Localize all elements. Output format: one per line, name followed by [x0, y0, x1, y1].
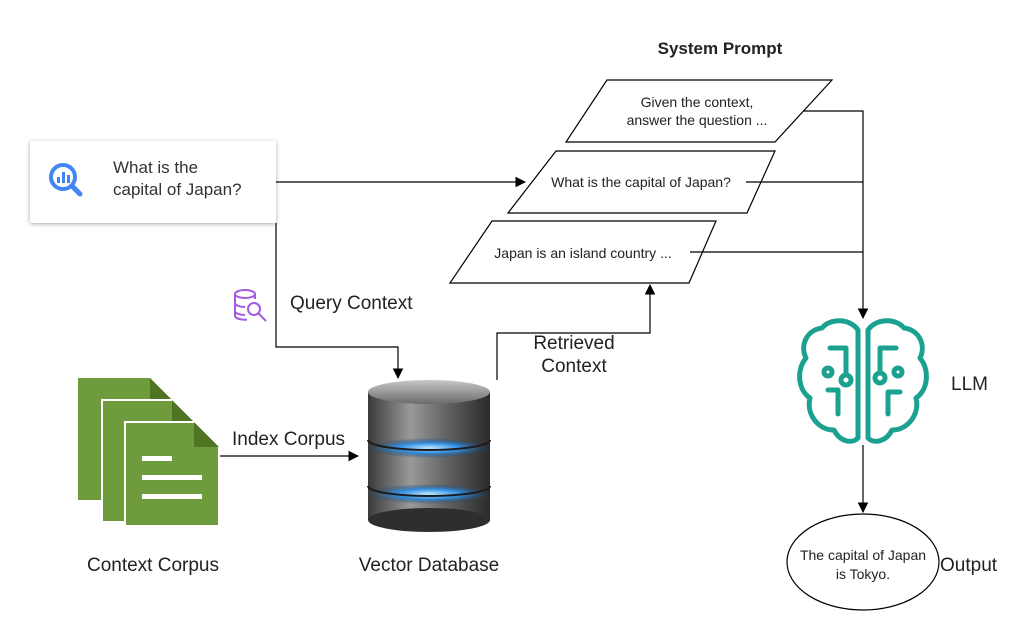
llm-label: LLM: [951, 374, 988, 395]
search-analytics-icon: [49, 163, 83, 197]
database-search-icon: [234, 289, 267, 322]
llm-brain-icon: [797, 318, 929, 444]
prompt-question-text: What is the capital of Japan?: [551, 174, 731, 190]
prompt-instruction-line-2: answer the question ...: [627, 112, 768, 128]
prompt-context-text: Japan is an island country ...: [494, 245, 671, 261]
connectors: [218, 110, 869, 514]
prompt-instruction-line-1: Given the context,: [641, 94, 754, 110]
query-text: What is the capital of Japan?: [113, 158, 242, 199]
output-text-line-1: The capital of Japan: [800, 547, 926, 563]
retrieved-context-label-line-2: Context: [541, 356, 607, 377]
vector-database-icon: [366, 380, 492, 532]
retrieved-context-label-line-1: Retrieved: [533, 333, 614, 354]
prompt-context-box: Japan is an island country ...: [448, 220, 717, 284]
output-text-line-2: is Tokyo.: [836, 566, 890, 582]
context-corpus-icon: [78, 378, 220, 527]
output-label: Output: [940, 555, 998, 576]
output-ellipse: The capital of Japan is Tokyo.: [786, 513, 940, 611]
vector-database-label: Vector Database: [359, 555, 499, 576]
system-prompt-title: System Prompt: [658, 39, 783, 58]
query-context-label: Query Context: [290, 293, 413, 314]
context-corpus-label: Context Corpus: [87, 555, 219, 576]
prompt-question-box: What is the capital of Japan?: [506, 150, 776, 214]
index-corpus-label: Index Corpus: [232, 429, 345, 450]
prompt-instruction-box: Given the context, answer the question .…: [564, 79, 834, 143]
query-card: What is the capital of Japan?: [30, 141, 276, 223]
